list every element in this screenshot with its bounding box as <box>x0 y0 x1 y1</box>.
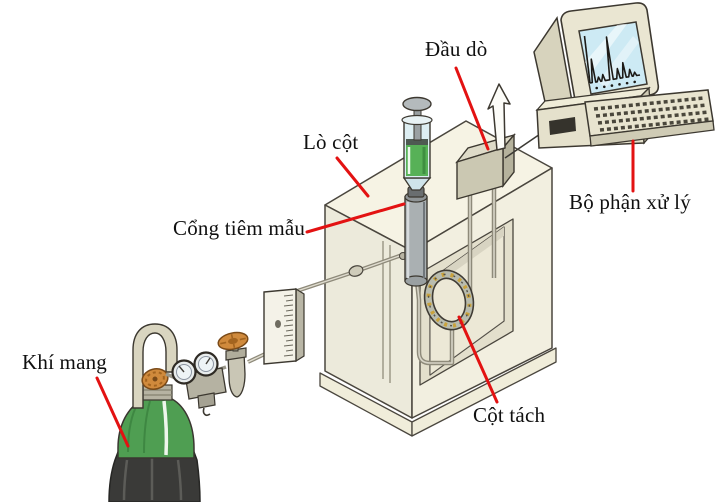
leader-lines <box>95 66 635 448</box>
computer <box>533 2 715 149</box>
leader-separation-column <box>457 315 499 404</box>
exhaust-arrow-icon <box>487 83 511 151</box>
injection-port <box>404 186 428 287</box>
needle-valve <box>217 331 249 398</box>
flow-meter-float <box>275 320 281 328</box>
cylinder-valve-knob <box>141 368 169 390</box>
keyboard <box>584 89 715 147</box>
needle-valve-knob <box>217 331 249 351</box>
drive-slot <box>549 117 576 135</box>
label-separation-column: Cột tách <box>473 403 546 427</box>
syringe <box>401 96 433 191</box>
pressure-gauge-low <box>171 359 197 385</box>
tube-fitting <box>348 265 364 277</box>
leader-carrier-gas <box>95 376 130 448</box>
leader-detector <box>454 66 490 151</box>
carrier-gas-tubing <box>247 252 407 364</box>
flow-meter <box>263 287 305 365</box>
leader-column-oven <box>335 156 370 198</box>
chromatogram-trace <box>589 36 641 84</box>
column-oven <box>319 120 557 437</box>
label-injection-port: Cổng tiêm mẫu <box>173 216 306 240</box>
chromatogram-baseline-dots <box>595 80 637 90</box>
label-column-oven: Lò cột <box>303 130 359 154</box>
label-carrier-gas: Khí mang <box>22 350 108 374</box>
separation-column-coil <box>423 269 475 331</box>
column-tubing <box>414 280 455 366</box>
plunger-disc <box>402 96 432 112</box>
gas-cylinder <box>108 323 201 502</box>
label-processor: Bộ phận xử lý <box>569 190 691 214</box>
pressure-regulator <box>165 351 227 416</box>
pressure-gauge-high <box>193 351 219 377</box>
label-detector: Đầu dò <box>425 37 488 61</box>
leader-injection-port <box>305 202 406 234</box>
monitor-screen <box>578 21 648 95</box>
